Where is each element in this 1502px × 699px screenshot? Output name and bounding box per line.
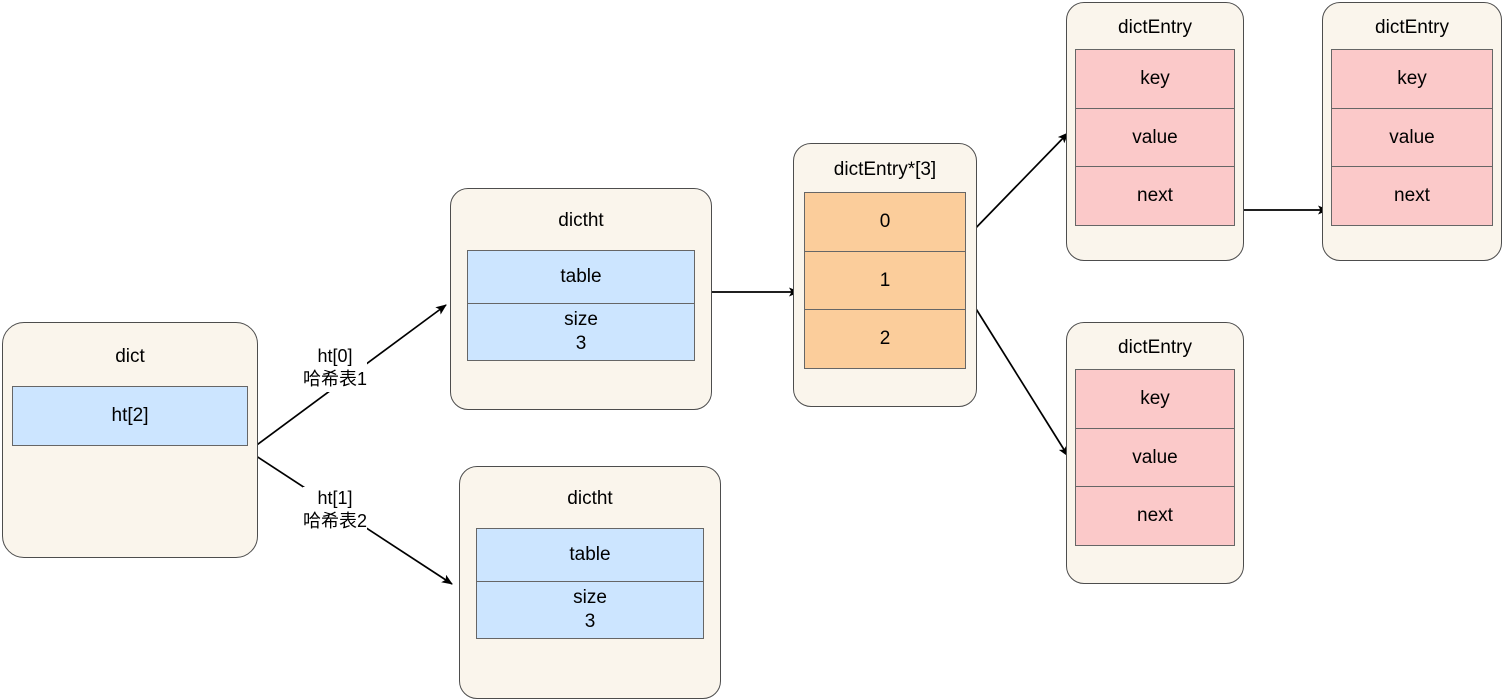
field-entry1-next-label: next <box>1137 185 1173 207</box>
node-dictentry-3-fields: key value next <box>1075 369 1235 547</box>
node-dictentry-array[interactable]: dictEntry*[3] 0 1 2 <box>793 143 977 407</box>
edge-label-ht0-line1: ht[0] <box>317 346 353 366</box>
field-entry1-key-label: key <box>1140 68 1170 90</box>
field-entry3-key-label: key <box>1140 388 1170 410</box>
field-entry2-value[interactable]: value <box>1331 107 1493 168</box>
node-dictentry-1-fields: key value next <box>1075 49 1235 227</box>
field-entry3-next[interactable]: next <box>1075 486 1235 547</box>
node-dict[interactable]: dict ht[2] <box>2 322 258 558</box>
node-dictentry-3[interactable]: dictEntry key value next <box>1066 322 1244 584</box>
node-dictht-2-title: dictht <box>567 488 613 509</box>
node-dictentry-2-title: dictEntry <box>1375 17 1449 38</box>
node-dict-fields: ht[2] <box>12 386 248 446</box>
node-dict-title: dict <box>115 346 145 367</box>
array-bucket-2[interactable]: 2 <box>804 309 966 370</box>
field-entry2-key[interactable]: key <box>1331 49 1493 109</box>
field-entry3-value-label: value <box>1132 446 1178 468</box>
field-dictht1-size-value: 3 <box>575 332 587 354</box>
field-dictht1-size[interactable]: size 3 <box>467 302 695 361</box>
field-entry1-value-label: value <box>1132 126 1178 148</box>
array-bucket-2-label: 2 <box>879 328 891 350</box>
array-bucket-1-label: 1 <box>879 269 891 291</box>
field-dictht1-size-label: size <box>564 308 598 330</box>
field-dict-ht-label: ht[2] <box>111 405 149 427</box>
node-dictentry-array-fields: 0 1 2 <box>804 192 966 370</box>
field-dictht1-table-label: table <box>560 266 602 288</box>
node-dictentry-3-title: dictEntry <box>1118 337 1192 358</box>
array-bucket-1[interactable]: 1 <box>804 250 966 311</box>
node-dictht-2[interactable]: dictht table size 3 <box>459 466 721 699</box>
edge-array1-to-entry3 <box>967 295 1069 457</box>
node-dictentry-array-title: dictEntry*[3] <box>833 159 937 180</box>
field-dict-ht[interactable]: ht[2] <box>12 386 248 446</box>
node-dictentry-2-fields: key value next <box>1331 49 1493 227</box>
array-bucket-0[interactable]: 0 <box>804 192 966 252</box>
field-dictht1-table[interactable]: table <box>467 250 695 304</box>
node-dict-spacer <box>3 446 257 557</box>
field-entry3-key[interactable]: key <box>1075 369 1235 429</box>
field-entry1-value[interactable]: value <box>1075 107 1235 168</box>
field-dictht2-table[interactable]: table <box>476 528 704 582</box>
field-entry2-value-label: value <box>1389 126 1435 148</box>
edge-label-ht1: ht[1] 哈希表2 <box>303 487 368 534</box>
field-entry2-next[interactable]: next <box>1331 166 1493 227</box>
field-entry3-value[interactable]: value <box>1075 427 1235 488</box>
field-entry3-next-label: next <box>1137 505 1173 527</box>
node-dictentry-1-title: dictEntry <box>1118 17 1192 38</box>
node-dictht-1-title: dictht <box>558 210 604 231</box>
node-dictht-1[interactable]: dictht table size 3 <box>450 188 712 410</box>
edge-label-ht0-line2: 哈希表1 <box>303 369 368 390</box>
node-dictentry-1[interactable]: dictEntry key value next <box>1066 2 1244 261</box>
edge-label-ht0: ht[0] 哈希表1 <box>303 345 368 392</box>
array-bucket-0-label: 0 <box>879 211 891 233</box>
node-dictht-2-fields: table size 3 <box>476 528 704 639</box>
edge-label-ht1-line2: 哈希表2 <box>303 511 368 532</box>
node-dictentry-2[interactable]: dictEntry key value next <box>1322 2 1502 261</box>
field-entry1-key[interactable]: key <box>1075 49 1235 109</box>
field-dictht2-table-label: table <box>569 544 611 566</box>
field-entry2-next-label: next <box>1394 185 1430 207</box>
edge-label-ht1-line1: ht[1] <box>317 488 353 508</box>
node-dictht-1-fields: table size 3 <box>467 250 695 361</box>
edge-array0-to-entry1 <box>967 132 1069 237</box>
field-dictht2-size[interactable]: size 3 <box>476 580 704 639</box>
field-entry2-key-label: key <box>1397 68 1427 90</box>
field-entry1-next[interactable]: next <box>1075 166 1235 227</box>
field-dictht2-size-label: size <box>573 586 607 608</box>
field-dictht2-size-value: 3 <box>584 610 596 632</box>
